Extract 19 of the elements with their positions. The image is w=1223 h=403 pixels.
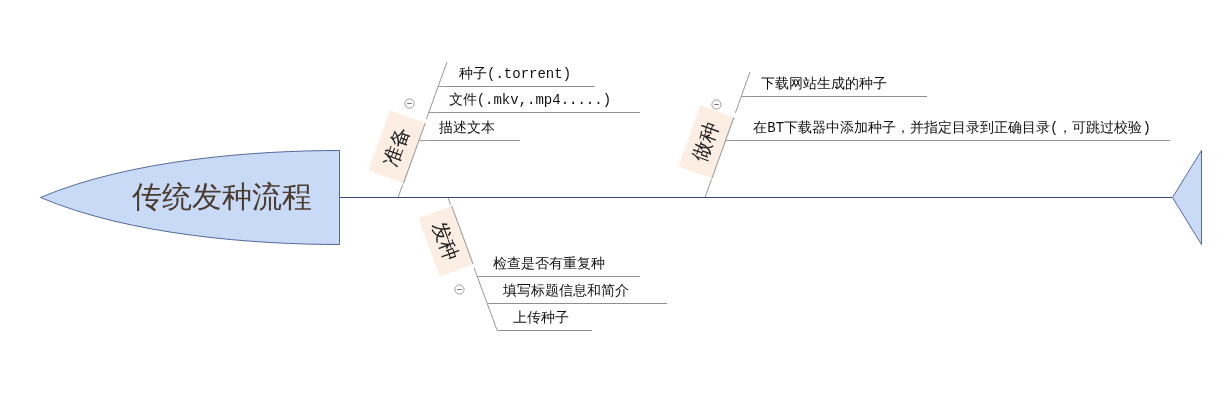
category-label: 准备 <box>367 110 426 184</box>
underlined-topic: 检查是否有重复种 <box>478 256 640 277</box>
underlined-topic: 下载网站生成的种子 <box>750 76 927 97</box>
category-label: 做种 <box>678 105 735 179</box>
category-label: 发种 <box>417 205 474 277</box>
bone-line <box>473 267 500 331</box>
bone-line <box>704 178 713 198</box>
underlined-topic: 描述文本 <box>427 120 520 141</box>
underlined-topic: 填写标题信息和简介 <box>488 283 667 304</box>
underlined-topic: 文件(.mkv,.mp4.....) <box>437 92 640 113</box>
underlined-topic: 上传种子 <box>498 310 592 331</box>
head-label: 传统发种流程 <box>132 178 312 216</box>
underlined-topic: 在BT下载器中添加种子，并指定目录到正确目录(，可跳过校验) <box>734 120 1170 141</box>
spine-line <box>339 197 1173 198</box>
underlined-topic: 种子(.torrent) <box>447 66 595 87</box>
bone-line <box>397 183 404 198</box>
bone-line <box>447 197 452 206</box>
bone-line <box>425 61 448 120</box>
bone-line <box>734 71 751 114</box>
